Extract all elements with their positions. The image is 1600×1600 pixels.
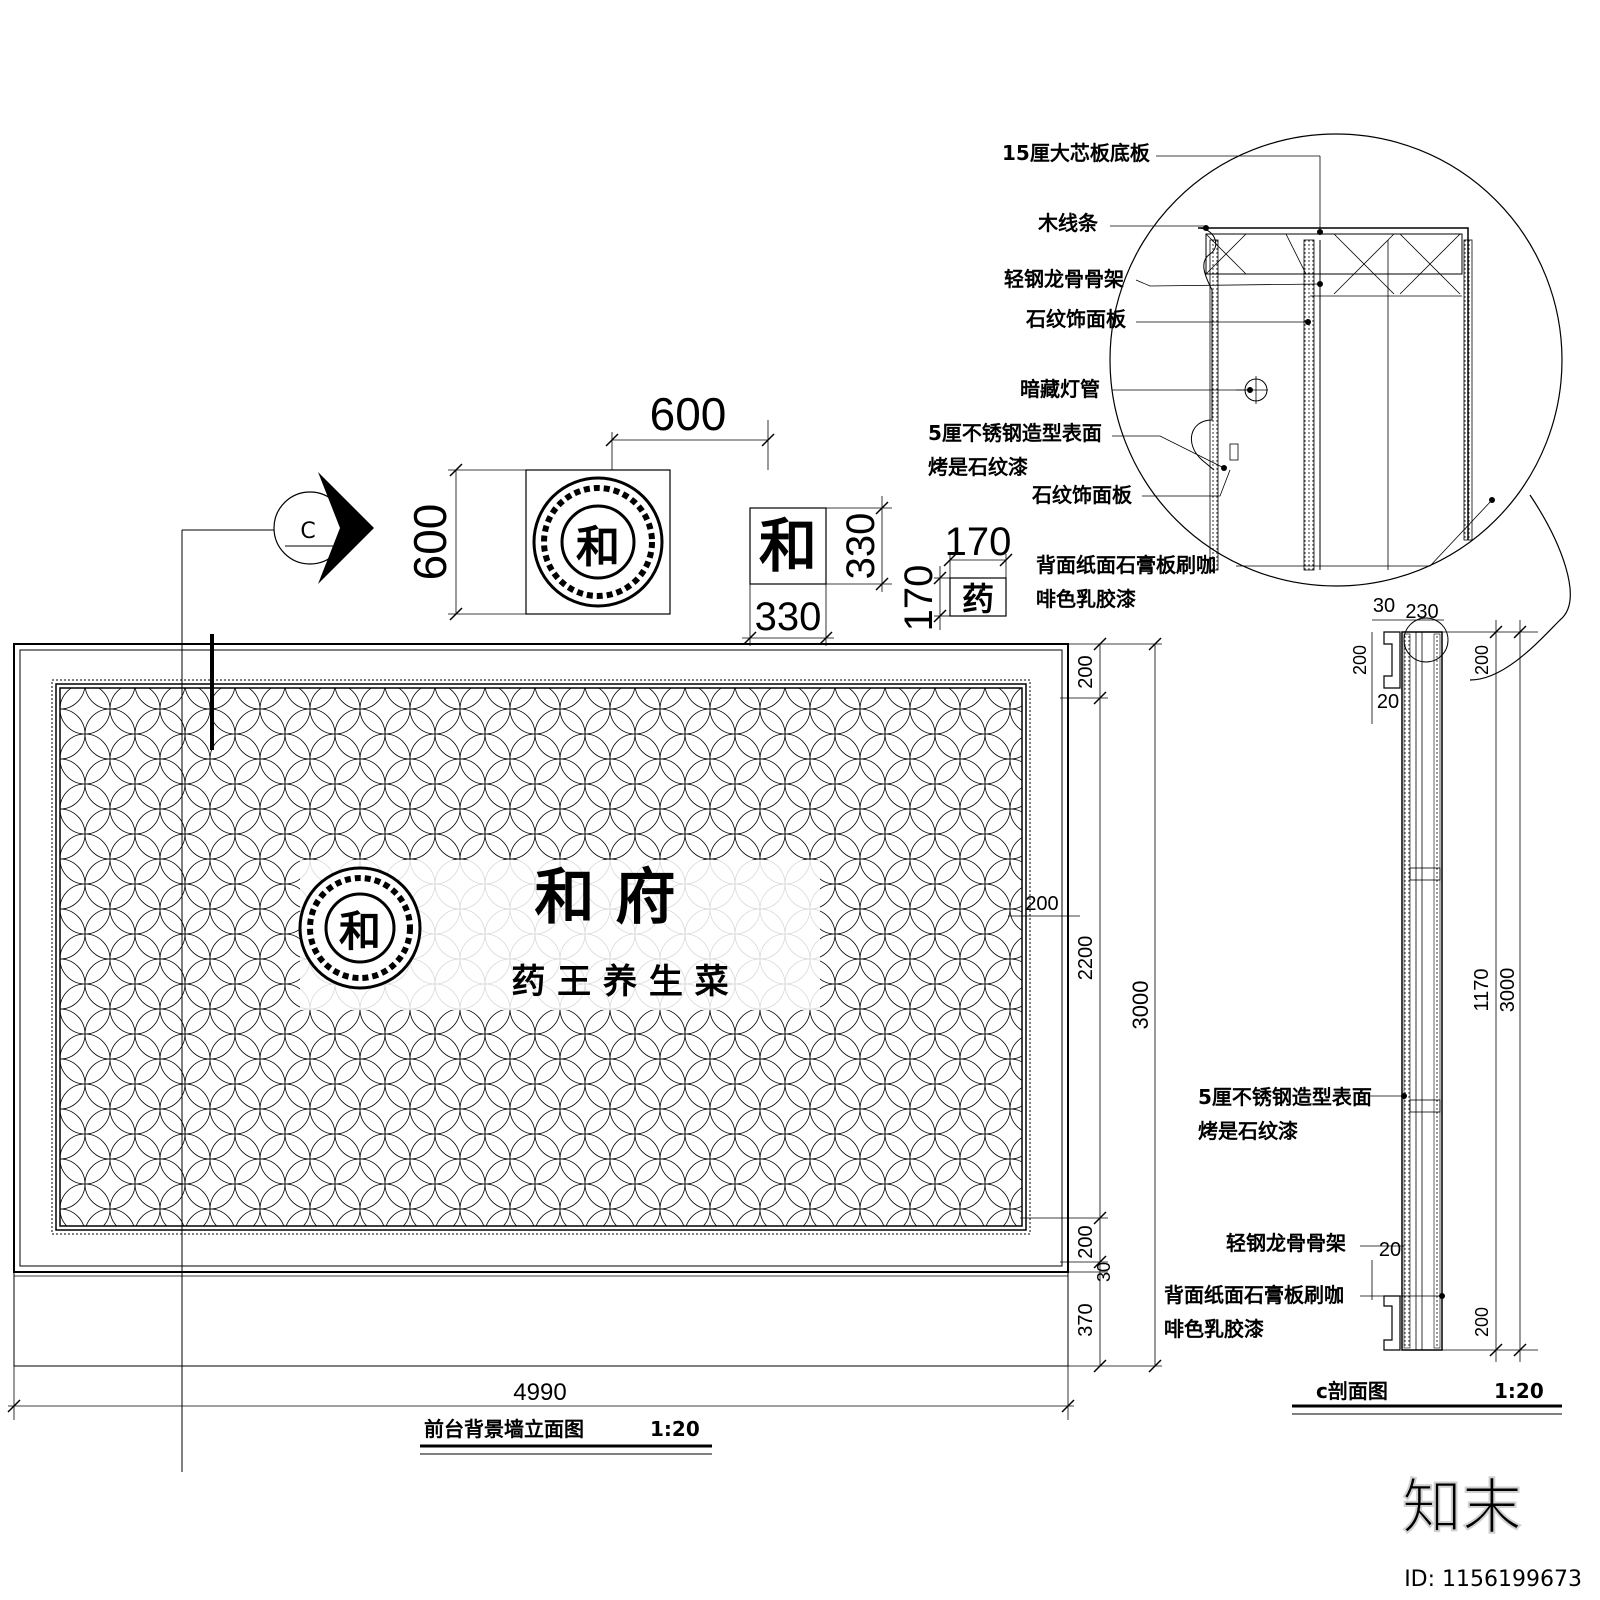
callout-1: 15厘大芯板底板 [1002, 141, 1151, 165]
dim-width: 4990 [7, 1366, 1075, 1420]
dim-logo-height: 600 [404, 504, 456, 581]
callout-3: 轻钢龙骨骨架 [1004, 267, 1124, 291]
svg-text:和: 和 [576, 522, 620, 573]
callout-5: 暗藏灯管 [1020, 377, 1100, 401]
elevation-view: 和 和 府 药 王 养 生 菜 C 4990 [7, 472, 1162, 1472]
callout-8: 石纹饰面板 [1031, 483, 1133, 507]
sec-dim-200-right: 200 [1472, 645, 1492, 675]
callout-6: 5厘不锈钢造型表面 [928, 421, 1102, 445]
callout-4: 石纹饰面板 [1025, 307, 1127, 331]
sec-label-2: 烤是石纹漆 [1198, 1119, 1298, 1143]
char-yao-detail: 药 170 170 [897, 520, 1013, 632]
sec-dim-20-bottom: 20 [1379, 1239, 1401, 1261]
sec-dim-200-top: 200 [1350, 645, 1370, 675]
sec-dim-30: 30 [1373, 595, 1395, 617]
watermark-id: ID: 1156199673 [1404, 1567, 1582, 1592]
char-he-detail: 和 330 330 [742, 496, 892, 646]
sec-dim-20-top: 20 [1377, 691, 1399, 713]
dim-right: 200 2200 200 30 370 3000 200 [1008, 637, 1162, 1373]
callout-7: 烤是石纹漆 [928, 455, 1028, 479]
dim-he-w: 330 [755, 595, 822, 639]
section-scale: 1:20 [1494, 1379, 1544, 1403]
char-he: 和 [759, 512, 817, 580]
dim-gap: 30 [1094, 1262, 1114, 1282]
sec-dim-3000: 3000 [1497, 968, 1519, 1013]
sec-label-5: 啡色乳胶漆 [1164, 1317, 1264, 1341]
watermark-logo: 知末 [1402, 1473, 1522, 1543]
dim-frame-top: 200 [1075, 655, 1097, 688]
sec-label-1: 5厘不锈钢造型表面 [1198, 1085, 1372, 1109]
dim-yao-w: 170 [945, 520, 1012, 564]
dim-frame-bottom: 200 [1075, 1225, 1097, 1258]
brand-sub-text: 药 王 养 生 菜 [511, 962, 728, 1002]
char-yao: 药 [962, 580, 994, 618]
sec-dim-200-bottom: 200 [1472, 1307, 1492, 1337]
brand-main-text: 和 府 [535, 863, 676, 933]
dim-he-h: 330 [839, 513, 883, 580]
callout-9: 背面纸面石膏板刷咖 [1036, 553, 1216, 577]
dim-yao-h: 170 [897, 565, 941, 632]
enlarged-detail-circle [1109, 133, 1571, 681]
section-marker-letter: C [300, 519, 315, 544]
dim-inner-height: 2200 [1075, 936, 1097, 981]
elevation-title: 前台背景墙立面图 [424, 1417, 584, 1441]
section-title: c剖面图 [1316, 1379, 1388, 1403]
svg-text:和: 和 [339, 907, 381, 956]
sec-label-4: 背面纸面石膏板刷咖 [1164, 1283, 1344, 1307]
dim-logo-width: 600 [650, 388, 727, 440]
elevation-scale: 1:20 [650, 1417, 700, 1441]
dim-side: 200 [1025, 893, 1058, 915]
callout-2: 木线条 [1037, 211, 1099, 235]
sec-dim-230: 230 [1405, 601, 1438, 623]
brand-seal-logo: 和 [298, 866, 422, 990]
sec-label-3: 轻钢龙骨骨架 [1226, 1231, 1346, 1255]
section-marker-c: C [273, 472, 374, 584]
watermark: 知末 ID: 1156199673 [1401, 1472, 1582, 1592]
dim-base: 370 [1075, 1303, 1097, 1336]
detail-callouts: 15厘大芯板底板 木线条 轻钢龙骨骨架 石纹饰面板 暗藏灯管 5厘不锈钢造型表面… [928, 141, 1495, 611]
section-view: 30 230 200 20 200 1170 3000 200 5厘不锈钢造型表… [1164, 595, 1562, 1415]
logo-detail: 和 600 600 [404, 388, 775, 621]
sec-dim-1170: 1170 [1471, 968, 1493, 1011]
callout-10: 啡色乳胶漆 [1036, 587, 1136, 611]
dim-height-total: 3000 [1128, 981, 1153, 1030]
dim-width-text: 4990 [513, 1379, 566, 1406]
